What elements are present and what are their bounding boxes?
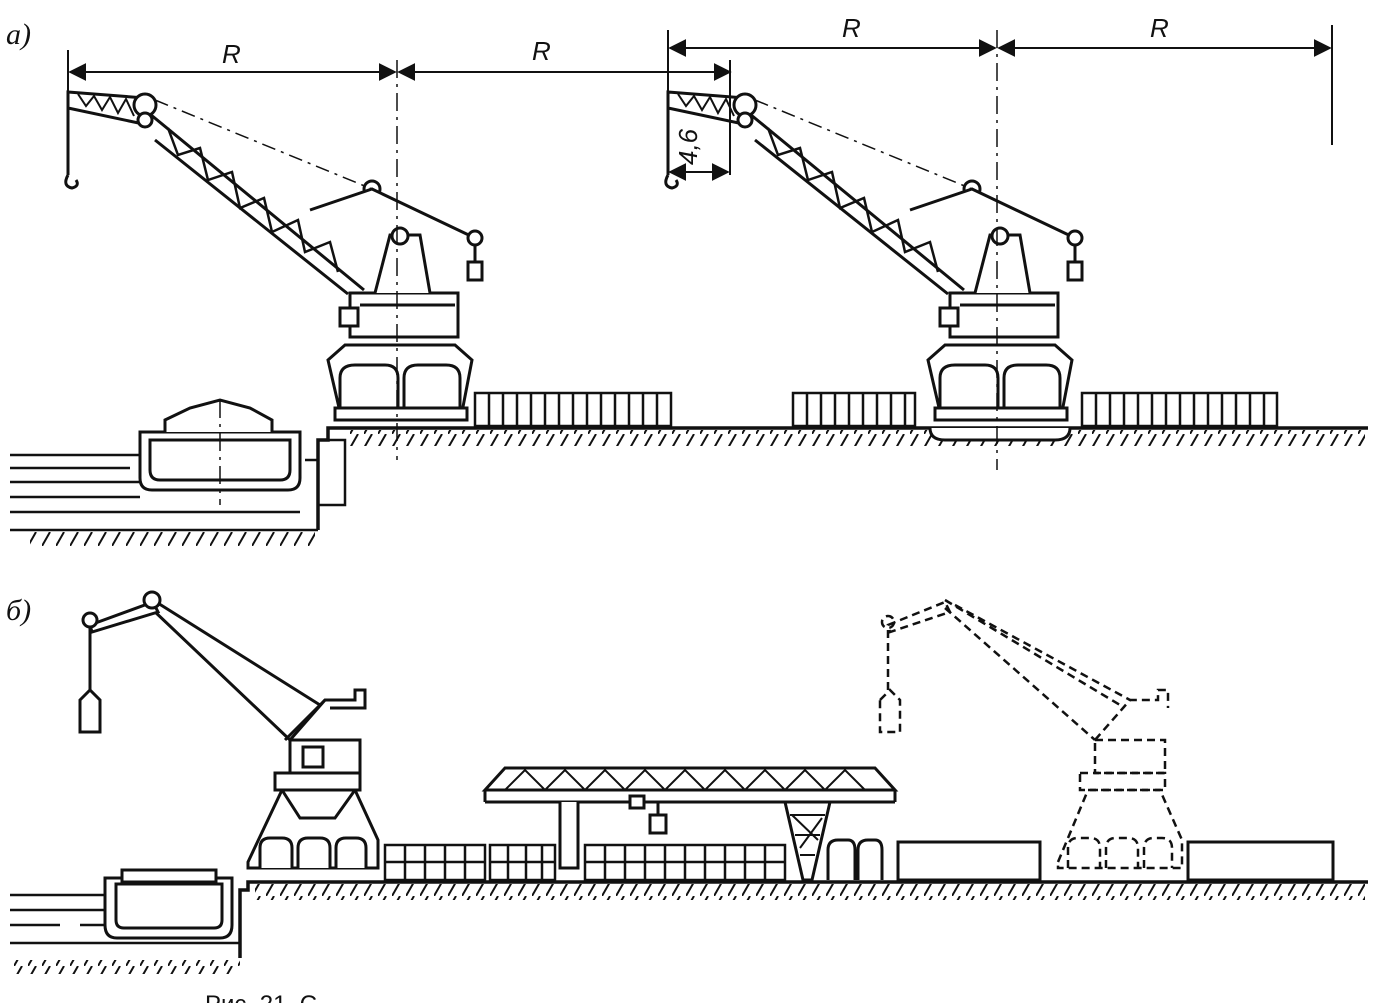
ground-hatch-a — [345, 430, 1365, 446]
panel-b: б) — [6, 590, 1368, 1003]
water-area-a — [10, 426, 1368, 532]
ship-hull-b — [103, 868, 234, 940]
dim-label-r3: R — [842, 13, 861, 43]
cargo-stack-a1 — [473, 391, 673, 428]
portal-crane-b2-dashed — [878, 598, 1184, 870]
ship-hull-a — [138, 398, 302, 505]
figure-caption: Рис. 21. С — [205, 991, 317, 1003]
cargo-stack-b2 — [488, 843, 557, 882]
cargo-stack-a3 — [1080, 391, 1279, 428]
cargo-block-b4 — [896, 840, 1042, 882]
portal-crane-a2 — [664, 90, 1084, 442]
cargo-block-b5 — [1186, 840, 1335, 882]
panel-a-label: а) — [6, 18, 31, 51]
seabed-hatch-a — [30, 532, 315, 546]
water-area-b — [10, 880, 1368, 958]
offset-dimension-label: 4,6 — [673, 128, 703, 165]
dim-label-r1: R — [222, 39, 241, 69]
portal-crane-a1 — [64, 90, 484, 422]
gantry-rail-wheels — [826, 838, 884, 880]
panel-a: а) — [6, 13, 1368, 546]
dimension-lines-a — [67, 25, 1333, 181]
portal-crane-b1 — [78, 590, 380, 870]
dim-label-r4: R — [1150, 13, 1169, 43]
gantry-crane — [481, 766, 899, 882]
dim-label-r2: R — [532, 36, 551, 66]
seabed-hatch-b — [10, 960, 240, 974]
cargo-stack-b1 — [383, 843, 487, 882]
cargo-stack-b3 — [583, 843, 787, 882]
panel-b-label: б) — [6, 594, 31, 627]
cargo-stack-a2 — [791, 391, 917, 428]
ground-hatch-b — [255, 884, 1365, 900]
